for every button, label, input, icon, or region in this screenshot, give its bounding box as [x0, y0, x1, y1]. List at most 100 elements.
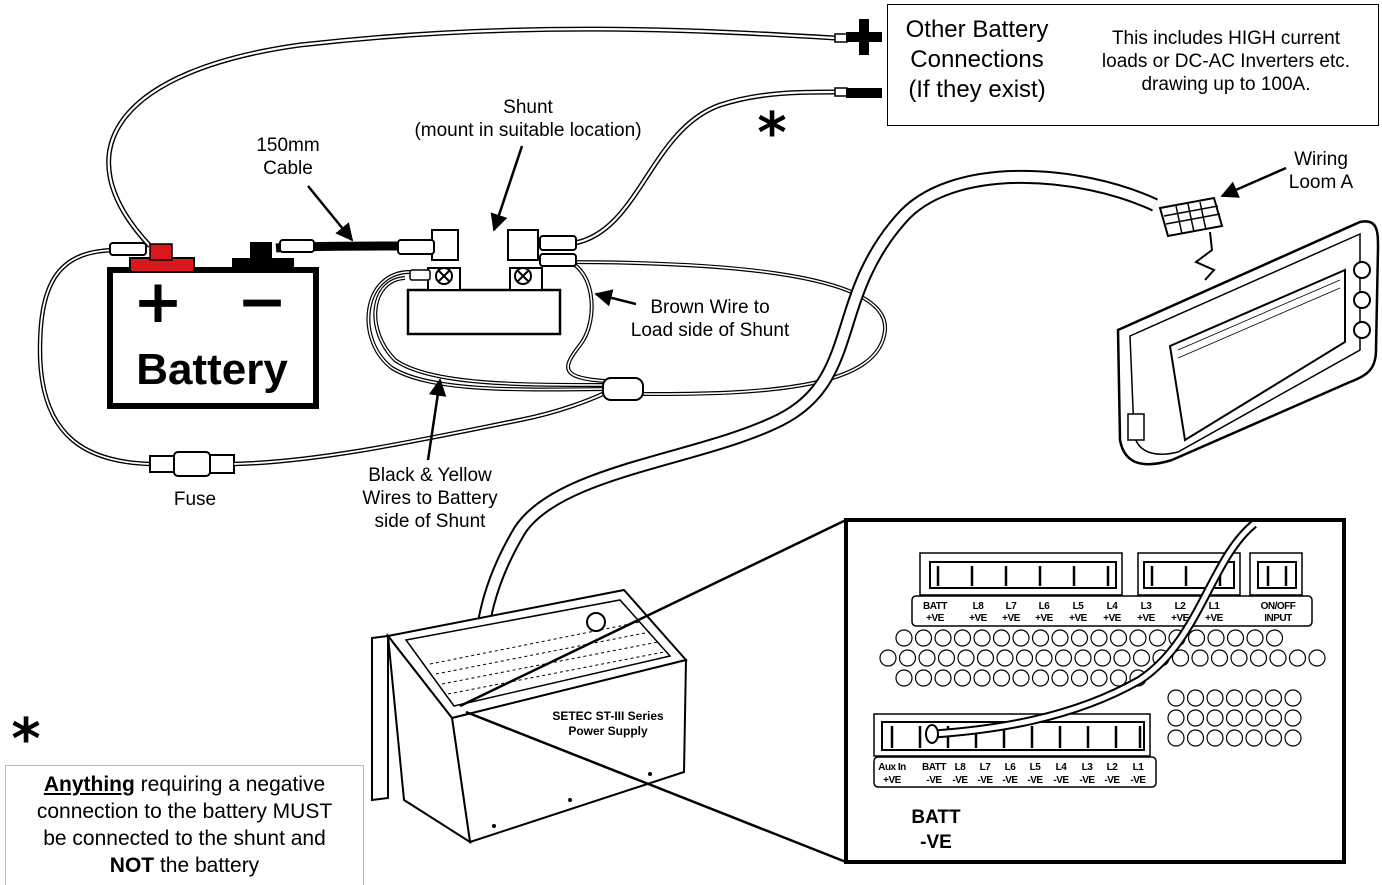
power-supply-label-line2: Power Supply — [568, 724, 648, 738]
vent-hole — [1093, 649, 1112, 667]
battery-label: Battery — [136, 345, 288, 394]
vent-hole — [1191, 649, 1209, 667]
power-supply: SETEC ST-III Series Power Supply — [371, 588, 688, 845]
vent-hole — [1264, 689, 1283, 707]
top-terminal-sub: +VE — [1137, 613, 1156, 624]
vent-hole — [1206, 689, 1224, 707]
vent-hole — [1225, 709, 1244, 727]
shunt — [397, 229, 577, 336]
vent-hole — [1090, 669, 1108, 687]
asterisk-marker-bottom: * — [11, 707, 40, 772]
shunt-label: Shunt (mount in suitable location) — [388, 96, 668, 142]
top-terminal-sub: +VE — [1069, 613, 1088, 624]
vent-hole — [1015, 649, 1034, 667]
vent-hole — [914, 629, 933, 647]
top-terminal-name: L8 — [973, 601, 985, 612]
vent-hole — [1070, 669, 1089, 687]
top-terminal-name: L3 — [1141, 601, 1153, 612]
top-terminal-name: L5 — [1073, 601, 1085, 612]
other-connections-note: This includes HIGH current loads or DC-A… — [1080, 27, 1372, 97]
vent-hole — [1246, 629, 1264, 647]
vent-hole — [1288, 649, 1307, 667]
warning-note-text: Anything requiring a negative connection… — [6, 772, 363, 880]
vent-hole — [1167, 709, 1185, 727]
other-connections-box: Other Battery Connections (If they exist… — [887, 4, 1379, 126]
bottom-terminal-sub: -VE — [1130, 775, 1146, 786]
cable-label-line: 150mm — [256, 135, 320, 156]
vent-hole — [973, 629, 991, 647]
other-connections-note-line: This includes HIGH current — [1111, 28, 1341, 49]
top-terminal-name: L7 — [1006, 601, 1018, 612]
top-terminal-sub: +VE — [1171, 613, 1190, 624]
warning-note-text-span: the battery — [154, 853, 260, 877]
vent-hole — [976, 649, 995, 667]
vent-hole — [1186, 709, 1205, 727]
top-terminal-sub: +VE — [969, 613, 988, 624]
vent-hole — [1284, 709, 1302, 727]
vent-hole — [1186, 729, 1205, 747]
vent-hole — [1245, 689, 1263, 707]
vent-hole — [898, 649, 917, 667]
vent-hole — [1109, 629, 1128, 647]
vent-hole — [1167, 729, 1185, 747]
other-connections-title-line: Connections — [910, 46, 1044, 74]
warning-note-emphasis: Anything — [43, 773, 135, 796]
vent-hole — [1186, 689, 1205, 707]
other-connections-title-line: (If they exist) — [908, 76, 1046, 104]
batt-ve-label-line1: BATT — [911, 807, 961, 828]
vent-hole — [1031, 669, 1050, 687]
vent-hole — [1225, 689, 1244, 707]
batt-ve-label-line2: -VE — [920, 832, 952, 853]
vent-holes — [879, 629, 1326, 747]
fuse-label: Fuse — [173, 489, 217, 510]
vent-hole — [1070, 629, 1089, 647]
brown-wire-label-line: Load side of Shunt — [630, 320, 790, 342]
warning-note-box: Anything requiring a negative connection… — [5, 765, 364, 885]
bottom-terminal-name: L4 — [1056, 762, 1068, 773]
bottom-terminal-sub: -VE — [1027, 775, 1043, 786]
warning-note-line: be connected to the shunt and — [43, 826, 326, 850]
wiring-loom-label: Wiring Loom A — [1276, 148, 1366, 194]
vent-hole — [1051, 629, 1069, 647]
vent-hole — [1207, 629, 1225, 647]
bottom-terminal-name: L1 — [1133, 762, 1145, 773]
vent-hole — [1245, 729, 1263, 747]
vent-hole — [1269, 649, 1287, 667]
brown-wire-label-line: Brown Wire to — [650, 297, 770, 318]
battery-plus-symbol: + — [133, 267, 183, 337]
vent-hole — [1167, 689, 1185, 707]
vent-hole — [1074, 649, 1092, 667]
warning-note-text-span: requiring a negative — [134, 773, 326, 796]
vent-hole — [1035, 649, 1053, 667]
top-terminal-name: BATT — [923, 601, 947, 612]
battery-minus-symbol: − — [237, 267, 287, 337]
positive-terminal-clamp — [149, 243, 173, 261]
vent-hole — [1090, 629, 1108, 647]
vent-hole — [1210, 649, 1229, 667]
other-connections-note-line: loads or DC-AC Inverters etc. — [1101, 51, 1351, 73]
vent-hole — [1206, 709, 1224, 727]
vent-hole — [996, 649, 1014, 667]
bottom-terminal-name: Aux In — [878, 762, 906, 773]
bottom-terminal-name: L3 — [1082, 762, 1094, 773]
vent-hole — [953, 629, 972, 647]
vent-hole — [957, 649, 975, 667]
vent-hole — [1249, 649, 1268, 667]
bottom-terminal-sub: -VE — [1053, 775, 1069, 786]
top-terminal-sub: +VE — [1205, 613, 1224, 624]
vent-hole — [934, 629, 952, 647]
other-connections-title: Other Battery Connections (If they exist… — [892, 15, 1062, 106]
vent-hole — [1109, 669, 1128, 687]
top-terminal-sub: +VE — [1035, 613, 1054, 624]
black-yellow-label: Black & Yellow Wires to Battery side of … — [340, 464, 520, 534]
power-supply-label-line1: SETEC ST-III Series — [552, 709, 664, 723]
vent-hole — [1012, 629, 1030, 647]
bottom-terminal-name: L8 — [955, 762, 967, 773]
other-connections-minus-symbol — [846, 88, 882, 98]
vent-hole — [934, 669, 952, 687]
vent-hole — [1113, 649, 1131, 667]
vent-hole — [1129, 629, 1147, 647]
top-terminal-name: L2 — [1175, 601, 1187, 612]
fuse — [149, 451, 235, 477]
